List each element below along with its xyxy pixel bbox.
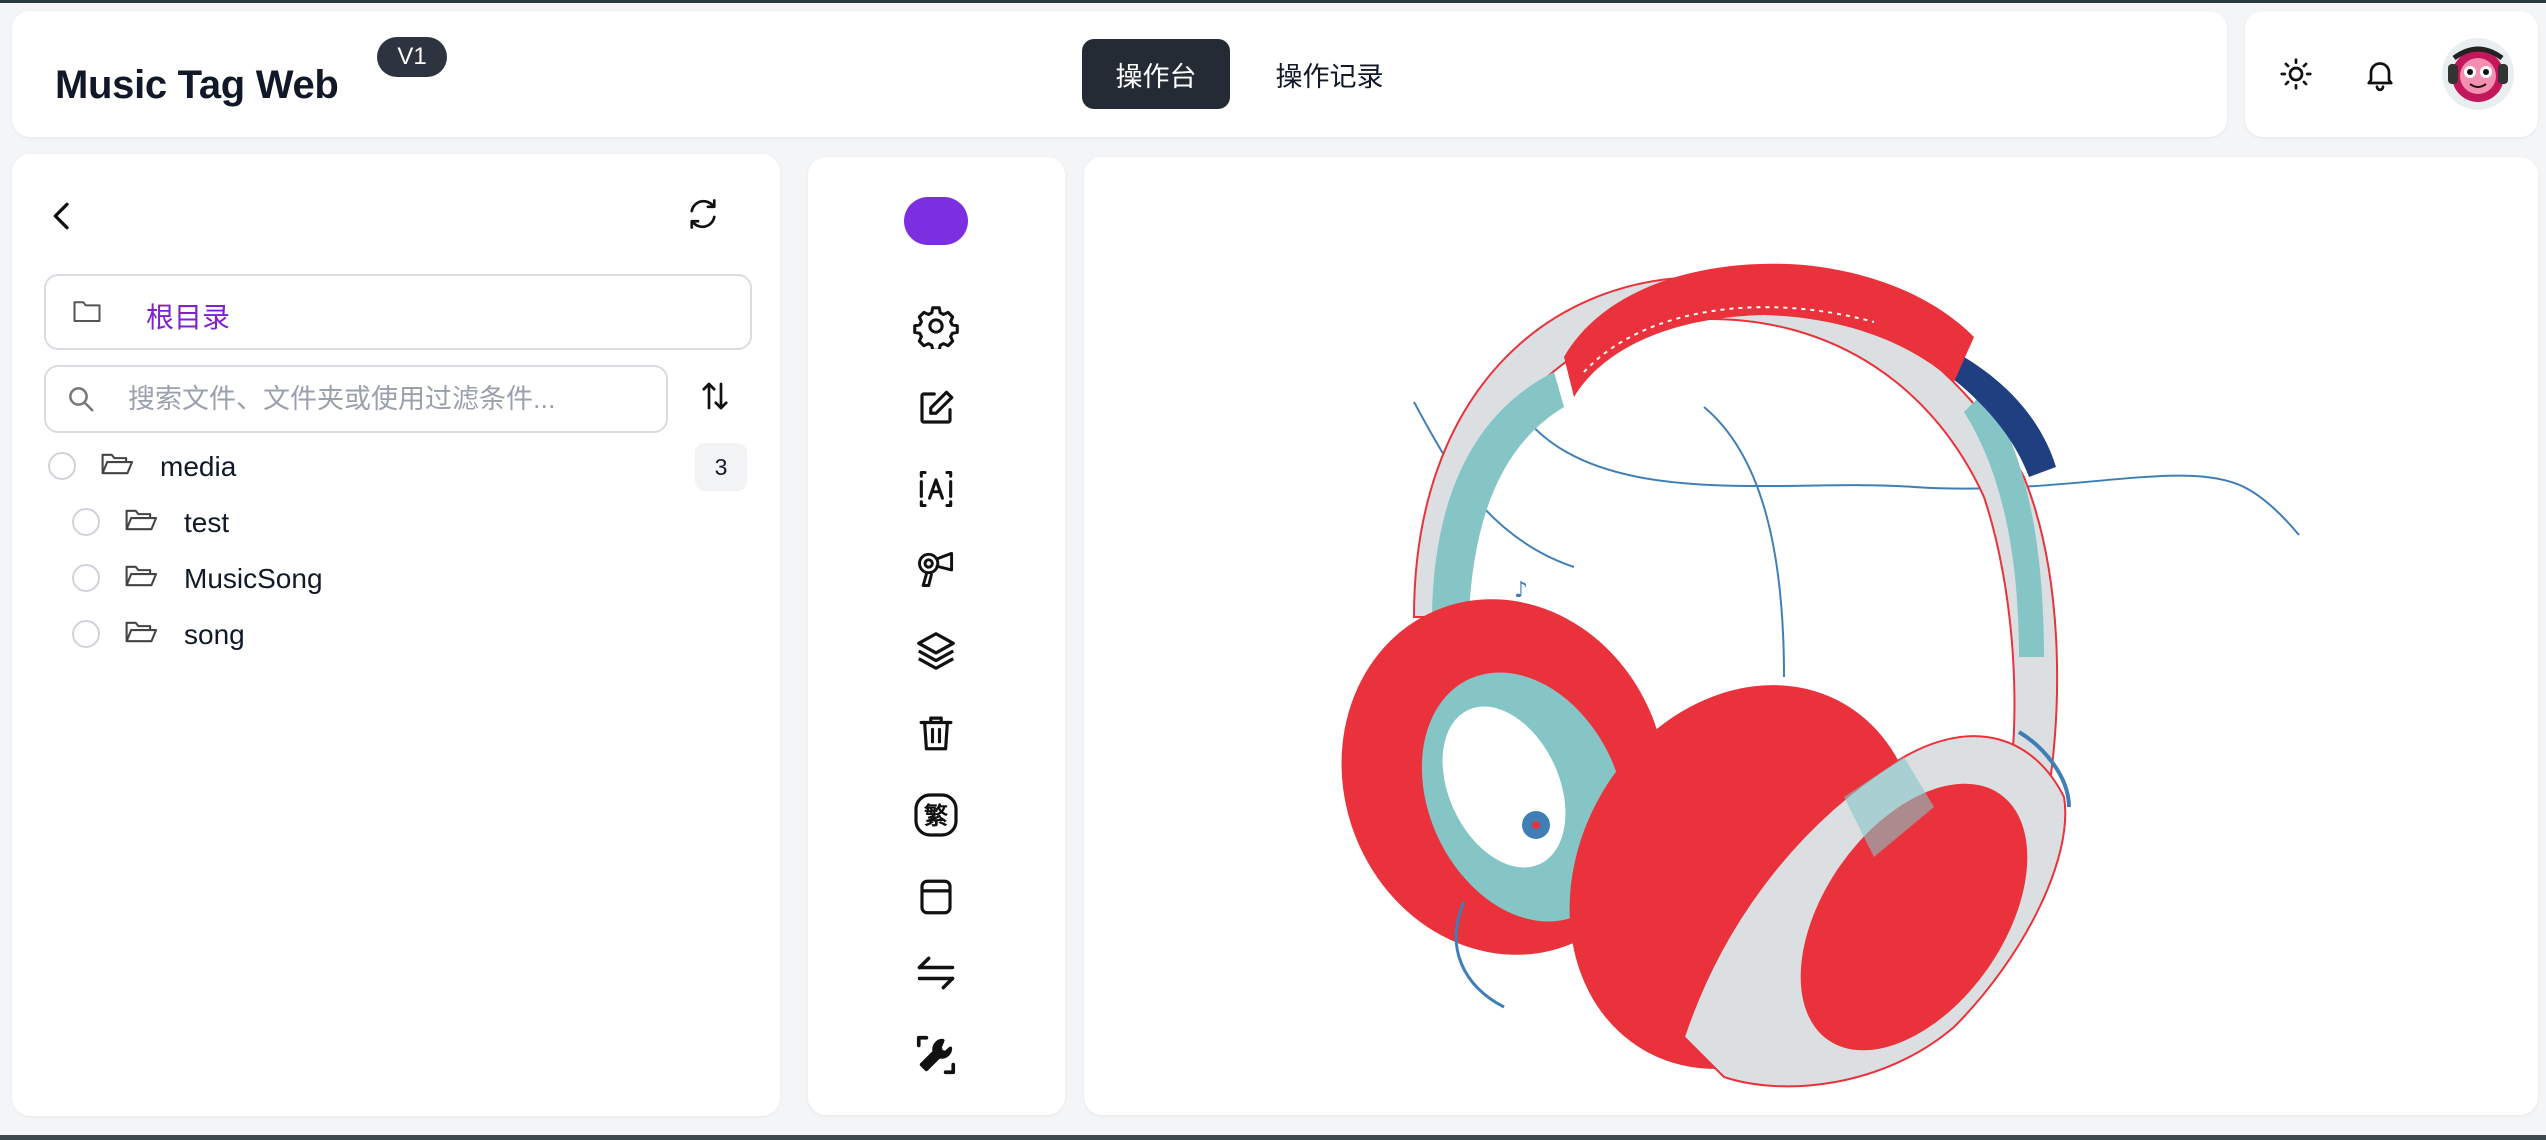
- folder-open-icon: [125, 509, 158, 531]
- layers-icon: [917, 632, 955, 670]
- tree-item-label: test: [184, 507, 230, 538]
- window-bottom-edge: [0, 1135, 2546, 1140]
- sun-icon: [2280, 58, 2312, 90]
- swap-icon: [917, 956, 955, 990]
- sort-icon: [702, 382, 728, 410]
- repair-tool-icon: [916, 1035, 956, 1075]
- tree-item-label: song: [184, 619, 245, 650]
- item-count-badge: 3: [695, 443, 747, 491]
- tree-item-label: MusicSong: [184, 563, 323, 594]
- hairdryer-icon: [918, 551, 954, 587]
- text-recognize-button[interactable]: [910, 463, 962, 515]
- svg-text:繁: 繁: [924, 802, 949, 830]
- tree-item-checkbox[interactable]: [48, 452, 76, 480]
- tree-item-checkbox[interactable]: [72, 620, 100, 648]
- search-icon: [69, 387, 94, 412]
- avatar[interactable]: [2442, 38, 2514, 110]
- repair-tool-button[interactable]: [910, 1029, 962, 1081]
- tree-item-label: media: [160, 451, 237, 482]
- preview-panel: ♫ ♪ ♪: [1084, 157, 2538, 1115]
- folder-open-icon: [125, 565, 158, 587]
- tree-item-media[interactable]: media: [48, 444, 748, 492]
- tree-item-checkbox[interactable]: [72, 508, 100, 536]
- file-browser-panel: 根目录 media 3 test MusicSong song: [12, 154, 780, 1116]
- delete-button[interactable]: [910, 707, 962, 759]
- back-button[interactable]: [42, 196, 82, 236]
- root-directory-selector[interactable]: 根目录: [44, 274, 752, 350]
- tab-operation-log[interactable]: 操作记录: [1275, 61, 1384, 92]
- header-actions: [2245, 11, 2538, 137]
- settings-button[interactable]: [910, 300, 962, 352]
- active-indicator-pill[interactable]: [904, 197, 968, 245]
- tool-sidebar: 繁: [808, 157, 1065, 1115]
- folder-icon: [73, 301, 101, 322]
- app-title: Music Tag Web: [55, 63, 339, 107]
- trash-icon: [919, 716, 953, 751]
- top-header: Music Tag Web V1 操作台 操作记录: [12, 11, 2227, 137]
- folder-open-icon: [125, 621, 158, 643]
- window-top-edge: [0, 0, 2546, 3]
- tree-item-checkbox[interactable]: [72, 564, 100, 592]
- tree-item-song[interactable]: song: [72, 612, 672, 660]
- tab-console[interactable]: 操作台: [1082, 39, 1230, 109]
- tree-item-musicsong[interactable]: MusicSong: [72, 556, 672, 604]
- edit-icon: [920, 390, 954, 424]
- settings-icon: [913, 306, 959, 349]
- refresh-icon: [690, 199, 716, 229]
- text-recognize-icon: [919, 470, 953, 508]
- folder-open-icon: [101, 453, 134, 475]
- edit-button[interactable]: [910, 382, 962, 434]
- search-box[interactable]: [44, 365, 668, 433]
- root-directory-label: 根目录: [146, 302, 231, 333]
- chevron-left-icon: [53, 202, 69, 230]
- svg-text:♪: ♪: [1514, 578, 1528, 603]
- theme-toggle-button[interactable]: [2271, 49, 2321, 99]
- refresh-button[interactable]: [685, 196, 725, 236]
- archive-button[interactable]: [910, 871, 962, 923]
- traditional-chinese-icon: 繁: [914, 793, 958, 837]
- swap-button[interactable]: [910, 947, 962, 999]
- archive-icon: [920, 879, 952, 915]
- traditional-chinese-button[interactable]: 繁: [910, 789, 962, 841]
- version-badge: V1: [377, 37, 447, 77]
- hairdryer-button[interactable]: [910, 543, 962, 595]
- layers-button[interactable]: [910, 625, 962, 677]
- sort-button[interactable]: [693, 374, 737, 418]
- bell-icon: [2367, 62, 2393, 92]
- search-input[interactable]: [126, 379, 650, 419]
- headphones-illustration: ♫ ♪ ♪: [1341, 263, 2300, 1088]
- notifications-button[interactable]: [2355, 49, 2405, 99]
- tree-item-test[interactable]: test: [72, 500, 672, 548]
